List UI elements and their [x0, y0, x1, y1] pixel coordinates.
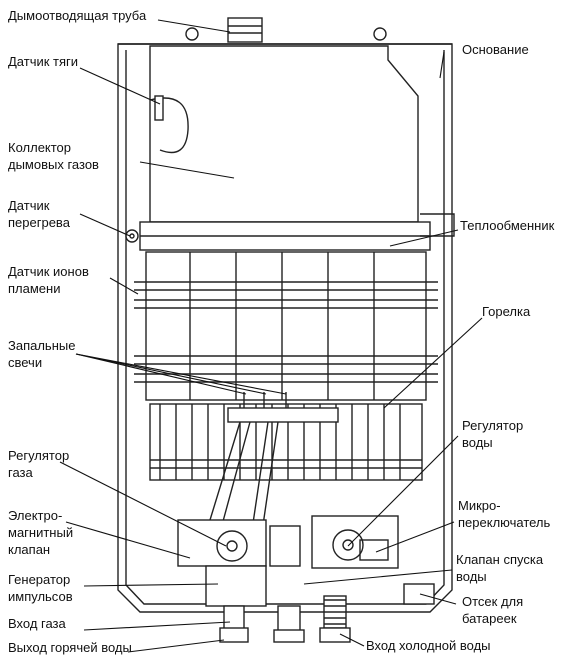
label-pulse-gen-2: импульсов [8, 589, 73, 604]
label-ion-sensor-1: Датчик ионов [8, 264, 89, 279]
label-spark-plugs-2: свечи [8, 355, 42, 370]
overheat-sensor [125, 229, 139, 243]
draft-sensor [154, 95, 164, 121]
label-water-regulator-1: Регулятор [462, 418, 523, 433]
label-microswitch-1: Микро- [458, 498, 501, 513]
label-battery-1: Отсек для [462, 594, 523, 609]
label-base: Основание [462, 42, 529, 57]
bottom-connections [219, 595, 351, 643]
leader-lines [59, 19, 483, 653]
label-flue-collector-1: Коллектор [8, 140, 71, 155]
label-solenoid-1: Электро- [8, 508, 62, 523]
label-overheat-sensor-2: перегрева [8, 215, 71, 230]
label-solenoid-2: магнитный [8, 525, 73, 540]
label-drain-valve-1: Клапан спуска [456, 552, 544, 567]
label-flue-pipe: Дымоотводящая труба [8, 8, 147, 23]
label-spark-plugs-1: Запальные [8, 338, 75, 353]
label-draft-sensor: Датчик тяги [8, 54, 78, 69]
label-water-regulator-2: воды [462, 435, 493, 450]
flue-collector [149, 45, 419, 223]
label-drain-valve-2: воды [456, 569, 487, 584]
label-pulse-gen-1: Генератор [8, 572, 70, 587]
ignition-electrodes [209, 392, 339, 533]
label-overheat-sensor-1: Датчик [8, 198, 50, 213]
label-hot-water-outlet: Выход горячей воды [8, 640, 132, 655]
label-cold-water-inlet: Вход холодной воды [366, 638, 491, 653]
flue-pipe [185, 17, 387, 43]
label-ion-sensor-2: пламени [8, 281, 60, 296]
diagram-labels: Дымоотводящая труба Датчик тяги Коллекто… [8, 8, 555, 655]
label-heat-exchanger: Теплообменник [460, 218, 555, 233]
heat-exchanger [134, 213, 455, 401]
label-gas-regulator-2: газа [8, 465, 34, 480]
label-battery-2: батареек [462, 611, 517, 626]
label-burner: Горелка [482, 304, 531, 319]
label-flue-collector-2: дымовых газов [8, 157, 99, 172]
label-microswitch-2: переключатель [458, 515, 551, 530]
water-regulator [311, 515, 399, 569]
gas-regulator [177, 519, 267, 567]
battery-compartment [403, 583, 435, 605]
label-solenoid-3: клапан [8, 542, 50, 557]
label-gas-inlet: Вход газа [8, 616, 67, 631]
label-gas-regulator-1: Регулятор [8, 448, 69, 463]
pulse-generator [205, 525, 301, 607]
